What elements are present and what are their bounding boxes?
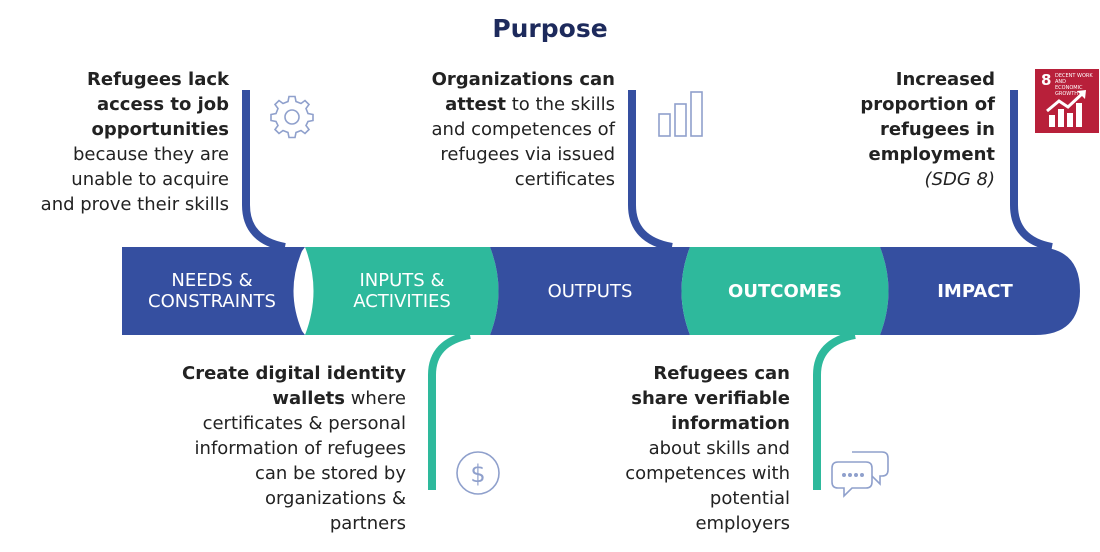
outputs-line-5: certificates	[514, 169, 615, 190]
needs-line-2: unable to acquire	[71, 169, 229, 190]
inputs-bold-word: wallets	[272, 388, 345, 409]
impact-bold-line-3: refugees in	[880, 119, 995, 140]
stage-inputs-line-1: INPUTS &	[359, 270, 445, 291]
stage-needs-label: NEEDS &CONSTRAINTS	[122, 247, 302, 335]
outputs-connector	[628, 90, 673, 251]
stage-impact-label: IMPACT	[885, 247, 1065, 335]
inputs-bold-line-1: Create digital identity	[181, 363, 406, 384]
outcomes-line-5: competences with	[625, 463, 790, 484]
stage-outcomes-label: OUTCOMES	[695, 247, 875, 335]
stage-inputs-line-2: ACTIVITIES	[353, 291, 451, 312]
diagram-title: Purpose	[492, 14, 608, 43]
inputs-line-4: information of refugees	[194, 438, 406, 459]
outputs-line-3: and competences of	[431, 119, 616, 140]
inputs-line-3: certificates & personal	[202, 413, 406, 434]
outputs-text: Organizations can attest to the skills a…	[385, 67, 616, 192]
needs-text: Refugees lack access to job opportunitie…	[4, 67, 229, 217]
stage-needs-shape	[122, 247, 305, 335]
inputs-line-6: organizations &	[264, 488, 406, 509]
stage-needs-line-1: NEEDS &	[171, 270, 253, 291]
needs-bold-line-3: opportunities	[91, 119, 229, 140]
stage-outputs-label: OUTPUTS	[500, 247, 680, 335]
outcomes-bold-line-3: information	[671, 413, 790, 434]
needs-connector	[242, 90, 286, 251]
impact-bold-line-4: employment	[868, 144, 995, 165]
stage-outputs-line-1: OUTPUTS	[547, 280, 633, 302]
outcomes-connector	[813, 331, 856, 490]
svg-text:$: $	[470, 460, 485, 488]
outcomes-bold-line-1: Refugees can	[653, 363, 790, 384]
inputs-line-2-rest: where	[344, 388, 406, 409]
inputs-connector	[428, 331, 471, 490]
inputs-line-5: can be stored by	[254, 463, 406, 484]
outcomes-line-7: employers	[695, 513, 790, 534]
outcomes-line-4: about skills and	[648, 438, 790, 459]
stage-outcomes-shape	[681, 247, 889, 335]
needs-bold-line-1: Refugees lack	[87, 69, 229, 90]
needs-bold-line-2: access to job	[96, 94, 229, 115]
stage-impact-line-1: IMPACT	[937, 280, 1013, 302]
needs-line-3: and prove their skills	[40, 194, 229, 215]
impact-sdg-note: (SDG 8)	[924, 169, 995, 190]
impact-connector	[1010, 90, 1053, 251]
sdg-8-badge: 8 DECENT WORK AND ECONOMIC GROWTH	[1035, 69, 1099, 133]
outputs-line-2-rest: to the skills	[506, 94, 615, 115]
stage-needs-line-2: CONSTRAINTS	[148, 291, 276, 312]
growth-chart-icon	[1046, 90, 1086, 127]
dollar-icon: $	[456, 451, 500, 495]
stage-outputs-shape	[490, 247, 690, 335]
outcomes-text: Refugees can share verifiable informatio…	[585, 361, 790, 536]
impact-bold-line-1: Increased	[895, 69, 995, 90]
outcomes-bold-line-2: share verifiable	[631, 388, 790, 409]
sdg-badge-caption: DECENT WORK AND ECONOMIC GROWTH	[1055, 73, 1093, 97]
gear-icon	[270, 95, 314, 139]
outcomes-line-6: potential	[709, 488, 790, 509]
impact-text: Increased proportion of refugees in empl…	[800, 67, 995, 192]
stage-outcomes-line-1: OUTCOMES	[728, 280, 842, 302]
outputs-bold-line-1: Organizations can	[431, 69, 615, 90]
outputs-line-4: refugees via issued	[440, 144, 615, 165]
stage-impact-shape	[880, 247, 1080, 335]
stage-inputs-shape	[305, 247, 499, 335]
chat-bubbles-icon	[831, 451, 889, 498]
needs-line-1: because they are	[72, 144, 229, 165]
bar-chart-icon	[658, 91, 703, 137]
inputs-line-7: partners	[329, 513, 406, 534]
outputs-bold-word: attest	[445, 94, 507, 115]
stage-inputs-label: INPUTS &ACTIVITIES	[312, 247, 492, 335]
sdg-badge-number: 8	[1041, 71, 1052, 89]
inputs-text: Create digital identity wallets where ce…	[150, 361, 406, 536]
impact-bold-line-2: proportion of	[860, 94, 995, 115]
